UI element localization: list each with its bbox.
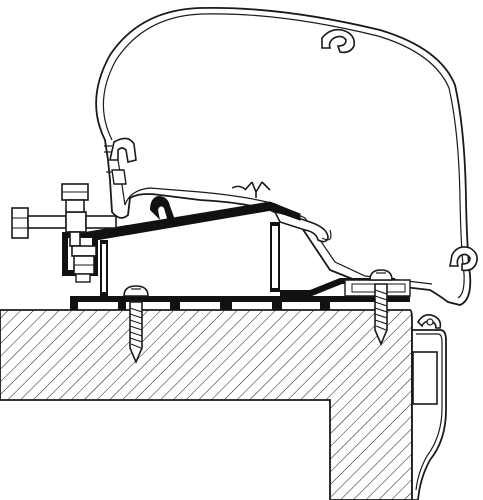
roof-fixing-screw-left <box>123 285 149 365</box>
vehicle-roof-wall-section <box>0 309 413 500</box>
wall-side-trim-profile <box>411 314 447 500</box>
awning-housing-profile <box>95 6 478 306</box>
clamp-bolt-assembly <box>11 183 117 283</box>
roof-fixing-screw-right <box>369 269 393 347</box>
